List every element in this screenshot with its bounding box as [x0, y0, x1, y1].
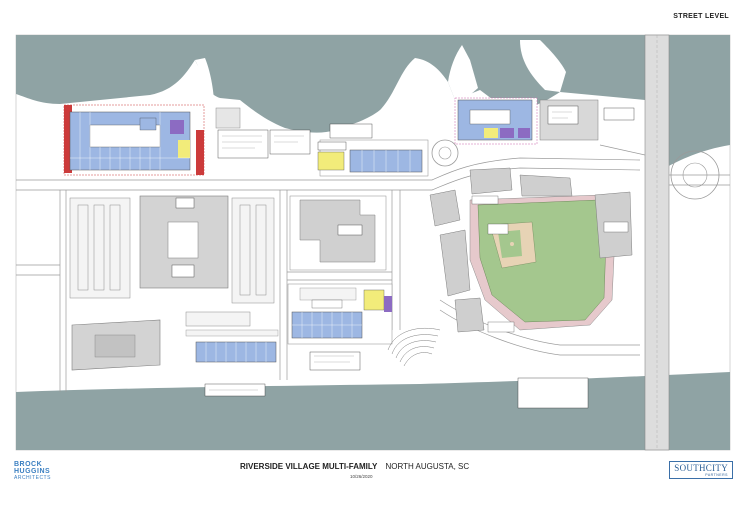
peninsula-east	[448, 45, 478, 100]
roundabout-center	[431, 139, 459, 167]
architect-logo-line3: ARCHITECTS	[14, 475, 51, 481]
road-network	[16, 144, 730, 392]
parcel-northwest	[63, 104, 205, 176]
title-block: RIVERSIDE VILLAGE MULTI-FAMILY NORTH AUG…	[240, 462, 469, 471]
developer-logo-main: SOUTHCITY	[674, 463, 728, 473]
stadium-buildings	[429, 167, 633, 333]
south-info-boxes	[204, 351, 589, 409]
amphitheater	[387, 327, 441, 367]
existing-apartment-block	[139, 195, 229, 289]
nw-info-boxes	[217, 129, 311, 159]
peninsula-west	[195, 58, 214, 104]
nw-building-outline	[215, 107, 241, 129]
west-parking	[69, 197, 275, 327]
southwest-building	[71, 319, 161, 371]
architect-logo: BROCK HUGGINS ARCHITECTS	[14, 461, 74, 482]
stadium-info-boxes	[471, 195, 629, 333]
architect-logo-line2: HUGGINS	[14, 468, 51, 475]
level-label: STREET LEVEL	[673, 13, 729, 20]
central-office-building	[289, 195, 387, 271]
parcel-south-west	[185, 329, 279, 363]
architect-logo-line1: BROCK	[14, 461, 43, 468]
project-title: RIVERSIDE VILLAGE MULTI-FAMILY	[240, 462, 378, 471]
developer-logo-sub: PARTNERS	[705, 473, 728, 477]
cove-east	[520, 40, 566, 92]
parcel-south-center	[287, 283, 393, 345]
ballpark	[469, 194, 616, 331]
sheet-date: 10/26/2020	[350, 474, 373, 479]
parcel-northeast	[454, 97, 635, 145]
project-location: NORTH AUGUSTA, SC	[385, 462, 470, 471]
developer-logo: SOUTHCITY PARTNERS	[669, 461, 733, 479]
